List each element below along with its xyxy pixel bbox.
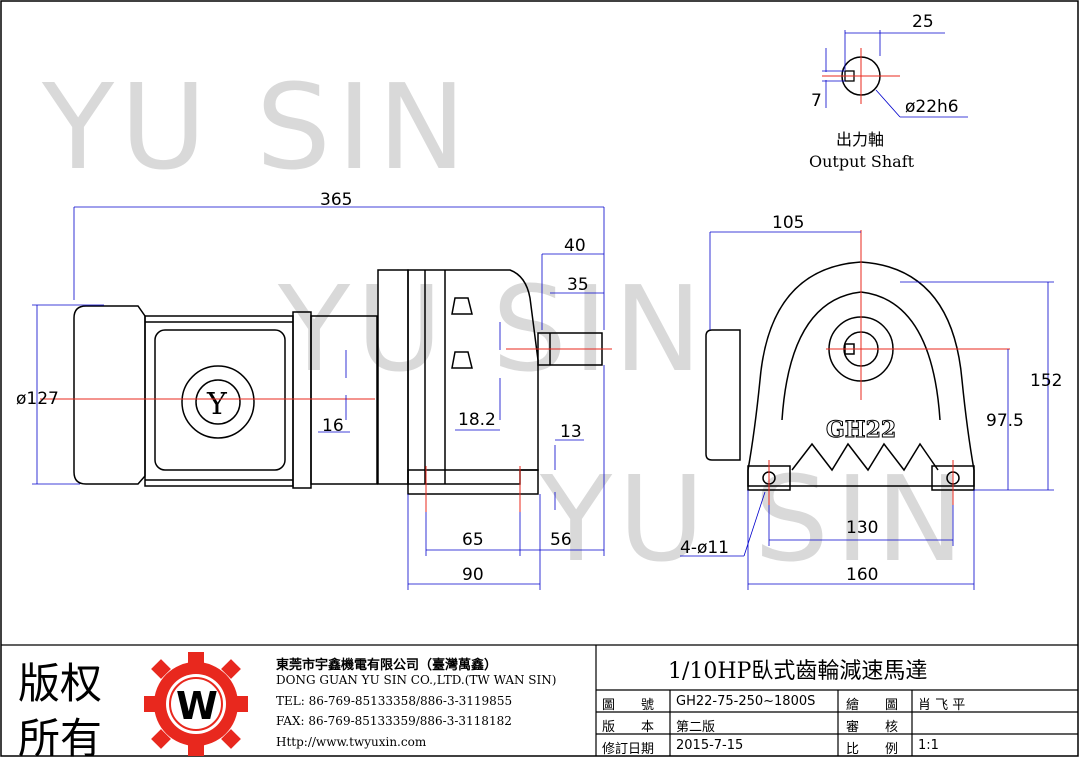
dim-25: 25 xyxy=(912,12,934,32)
dim-35: 35 xyxy=(567,275,589,295)
dim-13: 13 xyxy=(560,422,582,442)
company-web: Http://www.twyuxin.com xyxy=(276,735,427,749)
row3-value: 2015-7-15 xyxy=(676,738,744,753)
copyright-text-1: 版权 xyxy=(18,659,103,708)
dim-16: 16 xyxy=(322,416,344,436)
company-fax: FAX: 86-769-85133359/886-3-3118182 xyxy=(276,714,512,728)
row1-label2: 繪 圖 xyxy=(846,698,899,713)
title-block-grid xyxy=(1,644,1078,756)
row2-label: 版 本 xyxy=(602,720,655,735)
motor-y-logo: Y xyxy=(206,387,228,422)
copyright-text-2: 所有 xyxy=(18,714,103,763)
dim-127: ø127 xyxy=(16,389,59,409)
dim-365: 365 xyxy=(320,190,352,210)
row2-label2: 審 核 xyxy=(846,720,899,735)
output-shaft-label-en: Output Shaft xyxy=(809,152,915,171)
dim-130: 130 xyxy=(846,518,878,538)
dim-56: 56 xyxy=(550,530,572,550)
company-tel: TEL: 86-769-85133358/886-3-3119855 xyxy=(276,694,513,708)
dim-105: 105 xyxy=(772,213,804,233)
dim-18-2: 18.2 xyxy=(458,410,496,430)
dim-90: 90 xyxy=(462,565,484,585)
dim-7: 7 xyxy=(811,91,822,111)
row1-value: GH22-75-250~1800S xyxy=(676,694,816,709)
output-shaft-label-cn: 出力軸 xyxy=(836,130,884,149)
output-shaft-detail xyxy=(822,30,968,118)
casting-mark: GH22 xyxy=(826,417,896,443)
watermark-3: YU SIN xyxy=(539,450,970,588)
dim-65: 65 xyxy=(462,530,484,550)
product-title: 1/10HP臥式齒輪減速馬達 xyxy=(668,659,928,684)
row1-label: 圖 號 xyxy=(602,698,655,713)
front-dimension-lines xyxy=(680,231,1054,590)
company-name-cn: 東莞市宇鑫機電有限公司（臺灣萬鑫） xyxy=(276,658,498,673)
row2-value: 第二版 xyxy=(676,720,716,735)
dim-40: 40 xyxy=(564,236,586,256)
row1-value2: 肖 飞 平 xyxy=(918,698,966,713)
watermark-2: YU SIN xyxy=(277,260,708,398)
watermark-1: YU SIN xyxy=(41,58,472,196)
dim-shaft-dia: ø22h6 xyxy=(905,97,959,117)
dim-holes: 4-ø11 xyxy=(680,538,729,558)
side-dimension-lines xyxy=(32,206,605,590)
row3-label: 修訂日期 xyxy=(602,742,655,757)
svg-text:W: W xyxy=(176,684,218,728)
company-logo: W xyxy=(144,652,248,756)
row3-label2: 比 例 xyxy=(846,742,899,757)
dim-160: 160 xyxy=(846,565,878,585)
dim-97-5: 97.5 xyxy=(986,411,1024,431)
side-view xyxy=(73,269,603,495)
dim-152: 152 xyxy=(1030,371,1062,391)
company-name-en: DONG GUAN YU SIN CO.,LTD.(TW WAN SIN) xyxy=(276,673,557,687)
row3-value2: 1:1 xyxy=(918,738,939,753)
